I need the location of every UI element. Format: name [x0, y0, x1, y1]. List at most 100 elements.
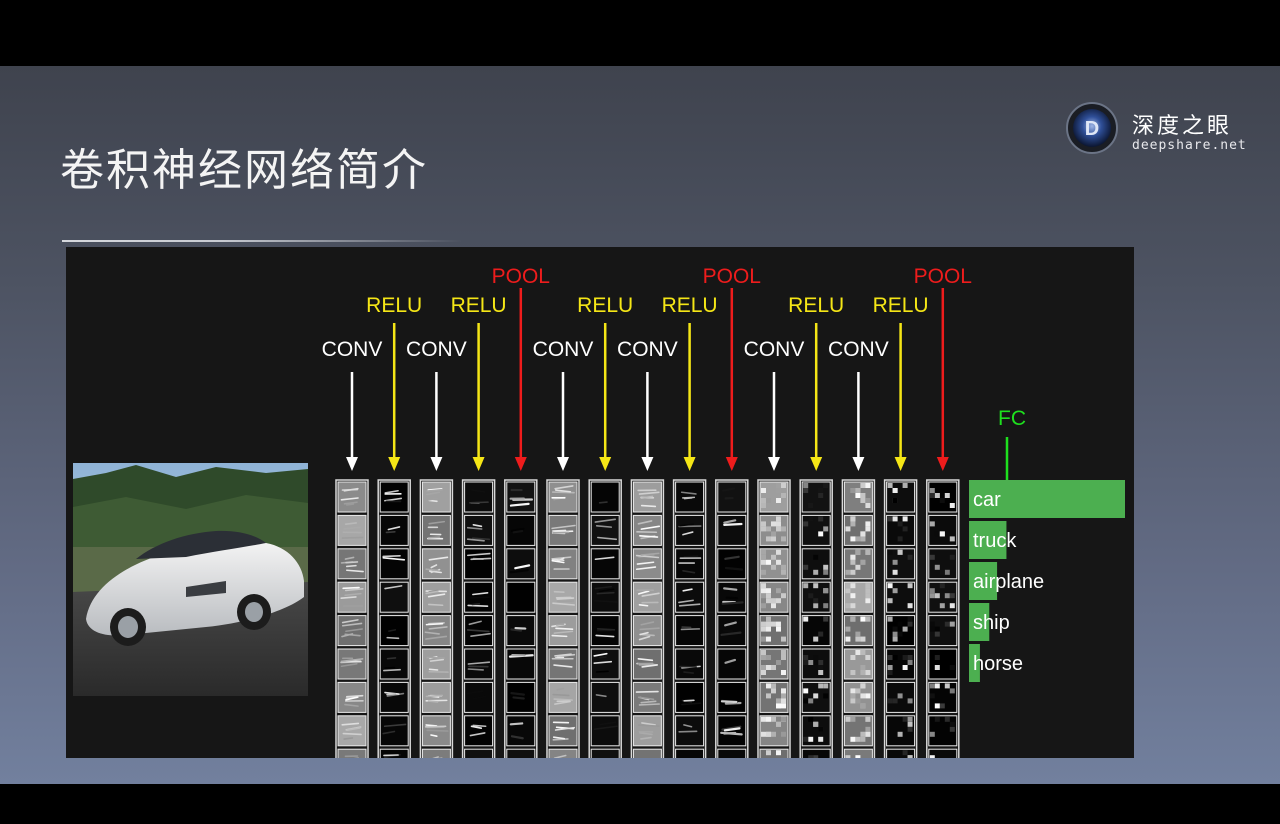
feature-map	[506, 648, 536, 680]
layer-arrow-head	[557, 457, 569, 471]
class-score-bar	[969, 644, 980, 682]
feature-map-column	[630, 479, 665, 758]
class-score-bar	[969, 480, 1125, 518]
feature-map	[843, 715, 873, 747]
feature-map	[928, 514, 958, 546]
layer-3-conv: CONV	[406, 338, 467, 758]
feature-map	[801, 648, 831, 680]
feature-map	[717, 748, 747, 758]
feature-map	[421, 715, 451, 747]
feature-map-column	[588, 479, 622, 758]
feature-map	[464, 681, 494, 713]
layer-12-relu: RELU	[788, 294, 844, 758]
feature-map	[717, 648, 747, 680]
feature-map	[337, 648, 367, 680]
feature-map	[548, 748, 578, 758]
fc-label: FC	[998, 407, 1026, 430]
layer-arrow-head	[641, 457, 654, 471]
feature-map	[506, 681, 536, 713]
feature-map	[506, 615, 536, 647]
feature-map	[548, 514, 578, 546]
feature-map	[421, 648, 451, 680]
feature-map	[421, 481, 451, 513]
feature-map	[464, 748, 494, 758]
feature-map	[759, 648, 789, 680]
feature-map	[801, 514, 831, 546]
feature-map	[801, 481, 831, 513]
layer-2-relu: RELU	[366, 294, 422, 758]
feature-map	[379, 514, 409, 546]
feature-map	[548, 548, 578, 580]
feature-map	[590, 715, 620, 747]
feature-map	[675, 514, 705, 546]
class-label: ship	[973, 612, 1010, 634]
feature-map	[843, 581, 873, 613]
feature-map	[717, 548, 747, 580]
feature-map	[886, 481, 916, 513]
layer-arrow-head	[514, 457, 527, 471]
feature-map	[886, 715, 916, 747]
brand-logo: D 深度之眼 deepshare.net	[1066, 102, 1246, 162]
layer-6-conv: CONV	[533, 338, 594, 758]
layer-5-pool: POOL	[492, 265, 550, 758]
feature-map	[675, 615, 705, 647]
feature-map	[548, 715, 578, 747]
feature-map	[886, 548, 916, 580]
feature-map	[337, 748, 367, 758]
layer-label: CONV	[533, 338, 594, 361]
logo-name: 深度之眼	[1132, 114, 1233, 139]
feature-map-column	[883, 479, 918, 758]
feature-map	[590, 481, 620, 513]
feature-map	[506, 748, 536, 758]
deepshare-eye-icon: D	[1066, 102, 1118, 154]
layer-arrow-head	[388, 457, 401, 471]
class-label: horse	[973, 653, 1023, 675]
slide-title: 卷积神经网络简介	[60, 145, 428, 196]
feature-map	[421, 615, 451, 647]
feature-map	[675, 748, 705, 758]
feature-map	[801, 715, 831, 747]
feature-map	[337, 481, 367, 513]
feature-map	[717, 715, 747, 747]
feature-map	[843, 514, 873, 546]
feature-map	[421, 548, 451, 580]
feature-map-column	[335, 479, 369, 758]
feature-map	[337, 514, 367, 546]
feature-map-column	[841, 479, 876, 758]
feature-map	[548, 681, 578, 713]
feature-map	[801, 748, 831, 758]
feature-map	[337, 581, 367, 613]
feature-map	[675, 548, 705, 580]
layer-label: RELU	[662, 294, 718, 317]
feature-map	[717, 581, 747, 613]
feature-map	[464, 481, 494, 513]
layer-arrow-head	[472, 457, 485, 471]
feature-map	[886, 514, 916, 546]
feature-map	[928, 481, 958, 513]
feature-map	[379, 581, 409, 613]
feature-map	[801, 681, 831, 713]
feature-map	[886, 748, 916, 758]
layer-15-pool: POOL	[914, 265, 972, 758]
feature-map-column	[461, 479, 496, 758]
feature-map	[379, 615, 409, 647]
layer-7-relu: RELU	[577, 294, 633, 758]
class-row-airplane: airplane	[969, 562, 1044, 600]
feature-map	[506, 481, 536, 513]
feature-map-column	[377, 479, 411, 758]
layer-label: CONV	[617, 338, 678, 361]
feature-map	[759, 748, 789, 758]
feature-map	[632, 548, 662, 580]
class-score-bar	[969, 562, 998, 600]
feature-map	[590, 548, 620, 580]
feature-map	[421, 681, 451, 713]
feature-map	[464, 715, 494, 747]
feature-map	[464, 548, 494, 580]
class-score-bar	[969, 603, 990, 641]
feature-map	[886, 648, 916, 680]
feature-map	[632, 615, 662, 647]
feature-map	[590, 514, 620, 546]
feature-map	[717, 681, 747, 713]
